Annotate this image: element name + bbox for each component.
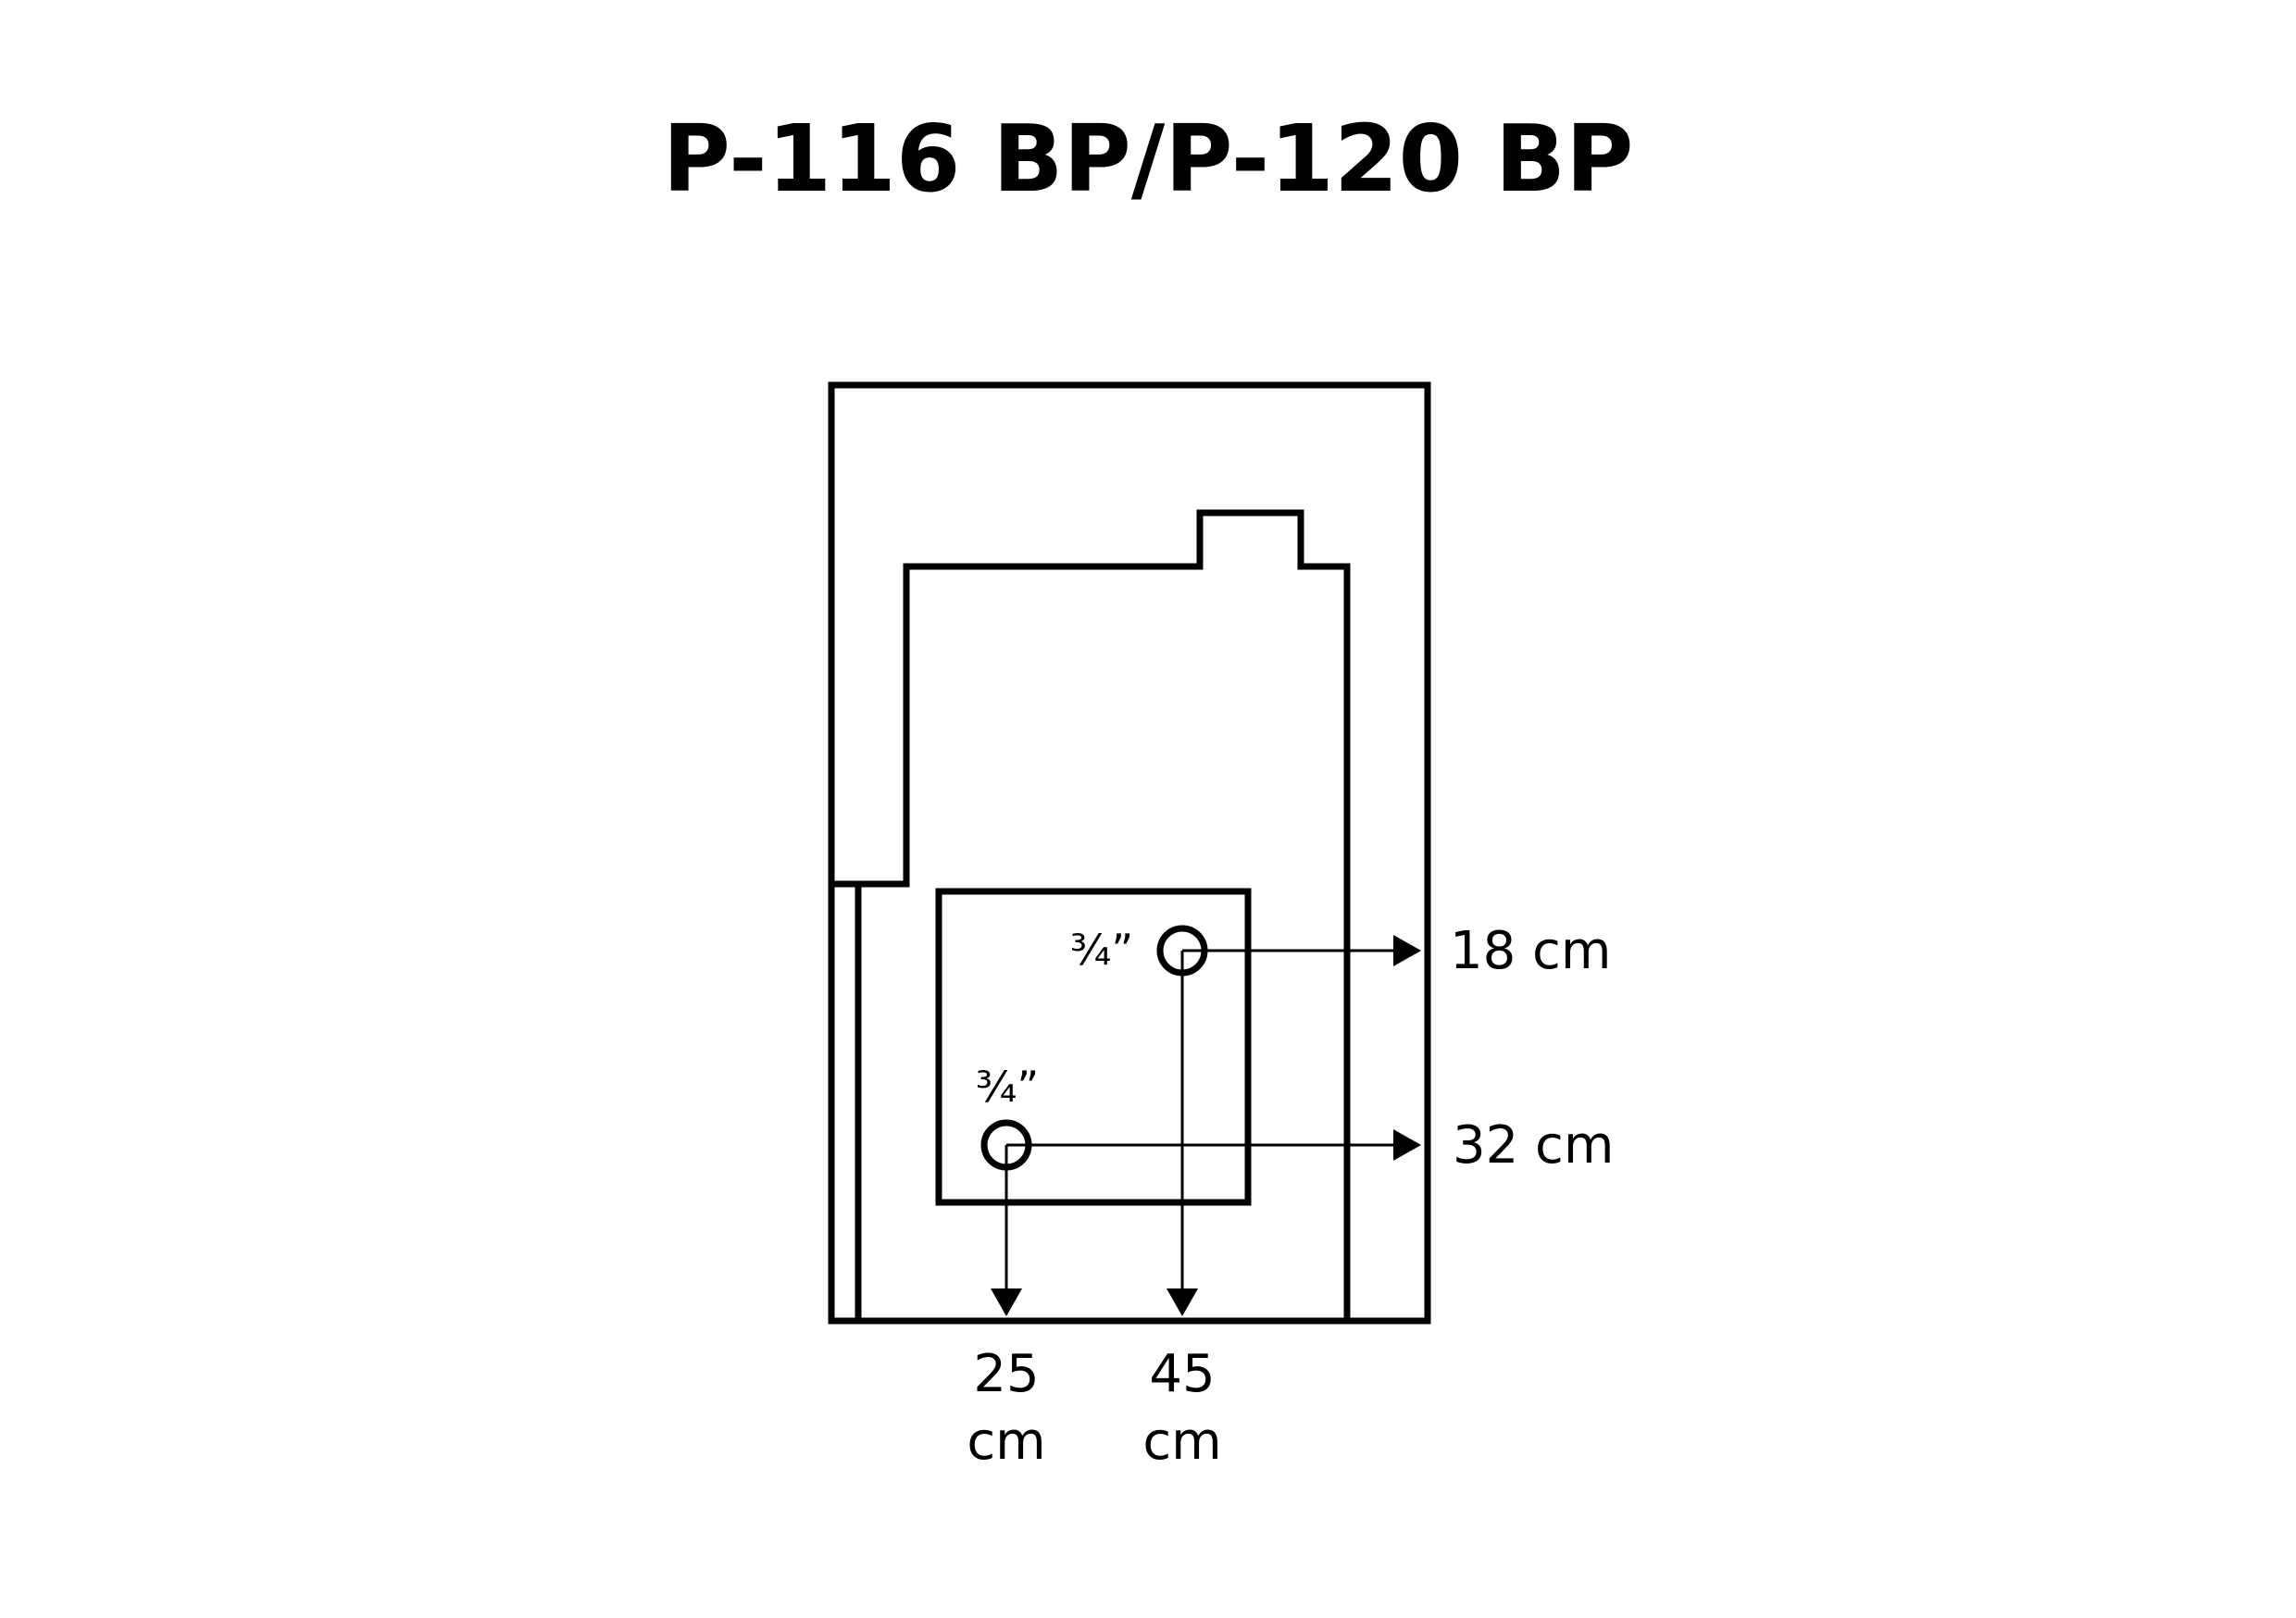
connection-panel xyxy=(935,888,1252,1206)
label-45-unit: cm xyxy=(1142,1412,1221,1472)
inner-boiler-outline xyxy=(831,509,1351,1321)
outer-housing xyxy=(828,381,1431,1325)
label-25-unit: cm xyxy=(967,1412,1045,1472)
port-size-lower: ¾” xyxy=(976,1062,1039,1112)
label-18cm: 18 cm xyxy=(1450,921,1611,981)
diagram-title: P-116 BP/P-120 BP xyxy=(663,105,1634,213)
arrowhead-down-icon xyxy=(1167,1288,1198,1316)
arrowhead-right-icon xyxy=(1393,1129,1421,1161)
label-25: 25 xyxy=(973,1344,1039,1404)
label-32cm: 32 cm xyxy=(1453,1115,1614,1176)
arrowhead-down-icon xyxy=(991,1288,1022,1316)
port-size-upper: ¾” xyxy=(1070,925,1133,975)
label-45: 45 xyxy=(1149,1344,1215,1404)
arrowhead-right-icon xyxy=(1393,935,1421,966)
